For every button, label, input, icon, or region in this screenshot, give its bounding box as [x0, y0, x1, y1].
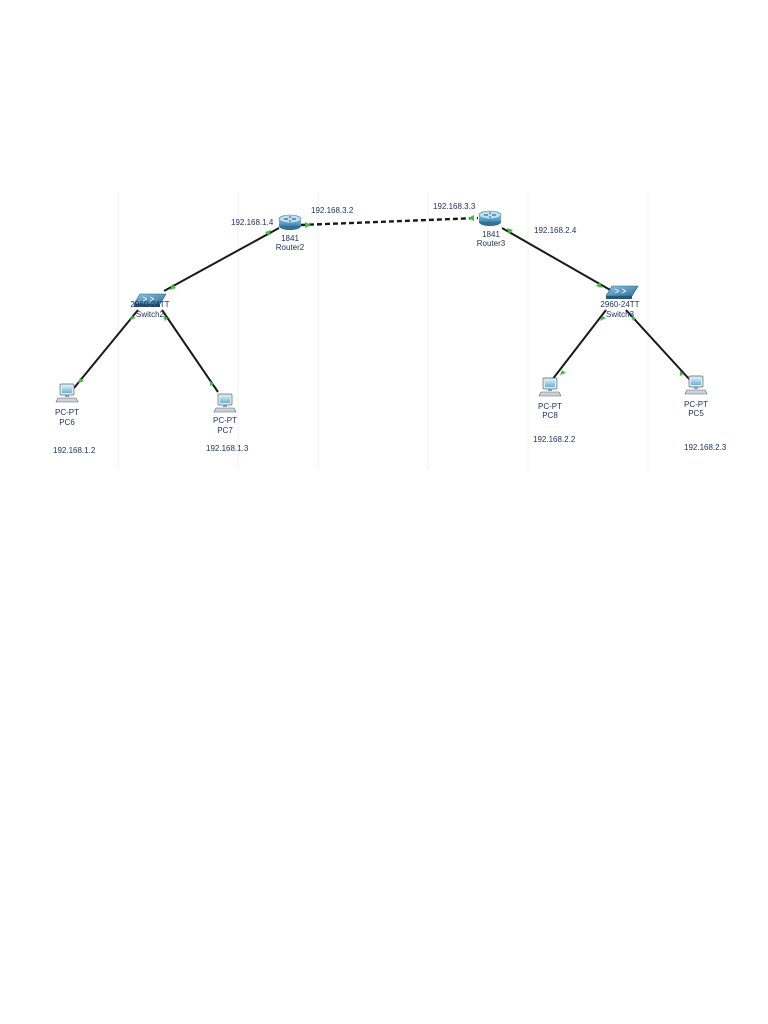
router2-lan-ip-label: 192.168.1.4	[231, 218, 274, 227]
pc-icon	[684, 375, 708, 395]
link-switch3-pc8[interactable]	[551, 309, 607, 381]
port-indicator	[130, 316, 136, 320]
port-indicator	[560, 370, 566, 375]
port-indicators	[78, 215, 684, 386]
pc5[interactable]: PC-PT PC5	[684, 375, 708, 418]
link-switch3-pc5[interactable]	[625, 309, 691, 381]
switch-icon	[605, 285, 639, 299]
pc-icon	[55, 383, 79, 403]
workspace-grid	[117, 192, 649, 470]
port-indicator	[163, 316, 168, 321]
link-router2-router3[interactable]	[300, 216, 479, 227]
pc8-ip-label: 192.168.2.2	[533, 435, 576, 444]
router2[interactable]: 1841 Router2	[276, 214, 305, 252]
switch2[interactable]: 2960-24TT Switch2	[130, 293, 170, 319]
switch2-model-label: 2960-24TT	[130, 300, 169, 309]
pc7-ip-label: 192.168.1.3	[206, 444, 249, 453]
pc7-name-label: PC7	[217, 426, 233, 435]
pc6-ip-label: 192.168.1.2	[53, 446, 96, 455]
router-icon	[278, 214, 302, 230]
pc-icon	[538, 377, 562, 397]
pc7[interactable]: PC-PT PC7	[213, 393, 237, 435]
router2-name-label: Router2	[276, 243, 305, 252]
pc8-model-label: PC-PT	[538, 402, 562, 411]
link-router2-switch2[interactable]	[163, 227, 280, 292]
port-indicator	[680, 371, 684, 376]
pc8[interactable]: PC-PT PC8	[538, 377, 562, 420]
link-switch2-pc6[interactable]	[73, 309, 139, 389]
port-indicator	[468, 215, 474, 221]
port-indicator	[631, 316, 636, 321]
switch3-name-label: Switch3	[606, 310, 635, 319]
port-indicator	[78, 378, 84, 383]
switch3-model-label: 2960-24TT	[600, 300, 639, 309]
link-switch2-pc7[interactable]	[161, 309, 219, 393]
switch-icon	[133, 293, 167, 307]
router3-wan-ip-label: 192.168.3.3	[433, 202, 476, 211]
pc7-model-label: PC-PT	[213, 416, 237, 425]
router3[interactable]: 1841 Router3	[477, 210, 506, 248]
port-indicator	[507, 228, 513, 234]
switch2-name-label: Switch2	[136, 310, 165, 319]
pc6[interactable]: PC-PT PC6	[55, 383, 79, 427]
ip-labels: 192.168.1.4 192.168.3.2 192.168.3.3 192.…	[53, 202, 727, 455]
pc8-name-label: PC8	[542, 411, 558, 420]
port-indicator	[210, 381, 214, 386]
port-indicator	[170, 284, 176, 290]
link-router3-switch3[interactable]	[501, 227, 613, 292]
pc6-model-label: PC-PT	[55, 408, 79, 417]
port-indicator	[600, 316, 606, 321]
router3-lan-ip-label: 192.168.2.4	[534, 226, 577, 235]
router3-name-label: Router3	[477, 239, 506, 248]
switch3[interactable]: 2960-24TT Switch3	[600, 285, 640, 319]
router2-model-label: 1841	[281, 234, 299, 243]
pc5-ip-label: 192.168.2.3	[684, 443, 727, 452]
router2-wan-ip-label: 192.168.3.2	[311, 206, 354, 215]
port-indicator	[596, 282, 602, 288]
links	[73, 216, 691, 393]
pc6-name-label: PC6	[59, 418, 75, 427]
pc-icon	[213, 393, 237, 413]
pc5-name-label: PC5	[688, 409, 704, 418]
pc5-model-label: PC-PT	[684, 400, 708, 409]
port-indicator	[305, 222, 311, 228]
router-icon	[478, 210, 502, 226]
port-indicator	[265, 230, 271, 236]
router3-model-label: 1841	[482, 230, 500, 239]
